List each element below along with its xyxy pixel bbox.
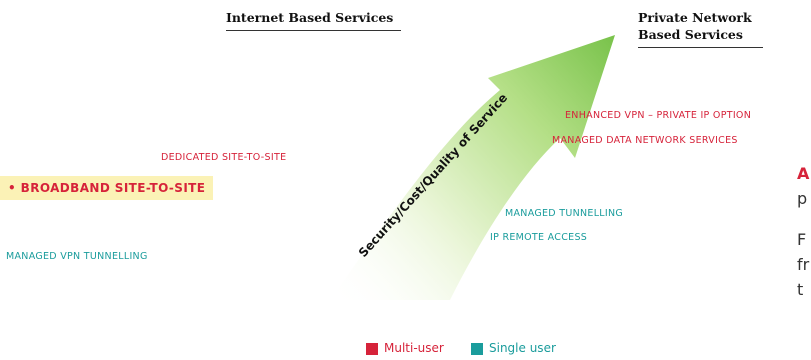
side-text-line5: t xyxy=(797,280,804,299)
private-services-heading-line2: Based Services xyxy=(638,27,743,42)
side-text-line4: fr xyxy=(797,255,810,274)
service-enhanced-vpn: ENHANCED VPN – PRIVATE IP OPTION xyxy=(565,110,752,121)
legend-multi-user-swatch xyxy=(366,343,378,355)
internet-heading-underline xyxy=(226,30,401,31)
service-ip-remote-access: IP REMOTE ACCESS xyxy=(490,232,588,243)
service-managed-vpn-tunnelling: MANAGED VPN TUNNELLING xyxy=(6,251,148,262)
internet-services-heading: Internet Based Services xyxy=(226,10,394,25)
side-text-line2: p xyxy=(797,189,808,208)
legend-single-user-label: Single user xyxy=(489,341,556,355)
private-services-heading-line1: Private Network xyxy=(638,10,752,25)
service-broadband-site-to-site: • BROADBAND SITE-TO-SITE xyxy=(0,176,214,200)
service-dedicated-site-to-site: DEDICATED SITE-TO-SITE xyxy=(161,152,287,163)
side-text-line3: F xyxy=(797,230,807,249)
legend-single-user-swatch xyxy=(471,343,483,355)
side-text-line1: A xyxy=(797,164,810,183)
service-managed-tunnelling: MANAGED TUNNELLING xyxy=(505,208,624,219)
private-heading-underline xyxy=(638,47,763,48)
arrow-shape xyxy=(330,35,615,300)
legend-multi-user-label: Multi-user xyxy=(384,341,444,355)
service-managed-data-network: MANAGED DATA NETWORK SERVICES xyxy=(552,135,738,146)
